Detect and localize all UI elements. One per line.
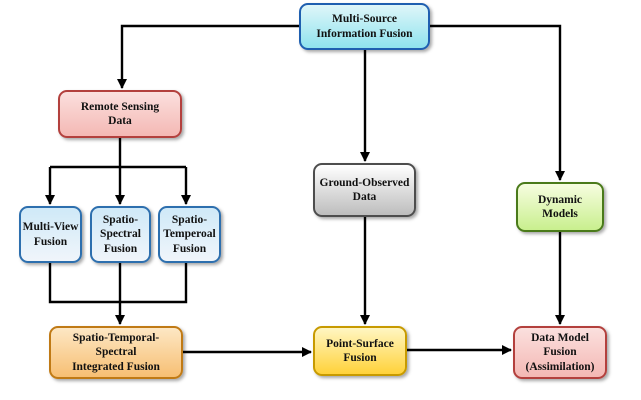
node-dynamic-models: Dynamic Models	[516, 182, 604, 232]
node-multi-view-fusion: Multi-View Fusion	[19, 206, 82, 263]
node-label: Data Model Fusion (Assimilation)	[525, 331, 595, 373]
node-label: Multi-View Fusion	[22, 221, 79, 248]
node-label: Dynamic Models	[537, 193, 583, 220]
arrow-multi-to-dynamic	[430, 24, 565, 181]
node-multi-source-information-fusion: Multi-Source Information Fusion	[299, 3, 430, 50]
node-ground-observed-data: Ground-Observed Data	[313, 163, 416, 217]
node-label: Spatio-Temporal- Spectral Integrated Fus…	[72, 331, 160, 373]
arrow-multi-to-remote	[117, 24, 299, 89]
node-remote-sensing-data: Remote Sensing Data	[58, 90, 182, 138]
node-label: Spatio- Spectral Fusion	[100, 213, 141, 255]
node-data-model-fusion: Data Model Fusion (Assimilation)	[513, 326, 607, 379]
node-spatio-spectral-fusion: Spatio- Spectral Fusion	[90, 206, 151, 263]
node-label: Point-Surface Fusion	[326, 337, 394, 364]
node-spatio-temporal-spectral-integrated-fusion: Spatio-Temporal- Spectral Integrated Fus…	[49, 326, 183, 379]
node-point-surface-fusion: Point-Surface Fusion	[313, 326, 407, 376]
line-merge	[48, 263, 188, 304]
node-label: Multi-Source Information Fusion	[316, 13, 413, 40]
node-label: Spatio- Temperoal Fusion	[163, 213, 216, 255]
node-label: Remote Sensing Data	[80, 100, 160, 127]
node-label: Ground-Observed Data	[319, 176, 410, 203]
node-spatio-temporal-fusion: Spatio- Temperoal Fusion	[158, 206, 221, 263]
